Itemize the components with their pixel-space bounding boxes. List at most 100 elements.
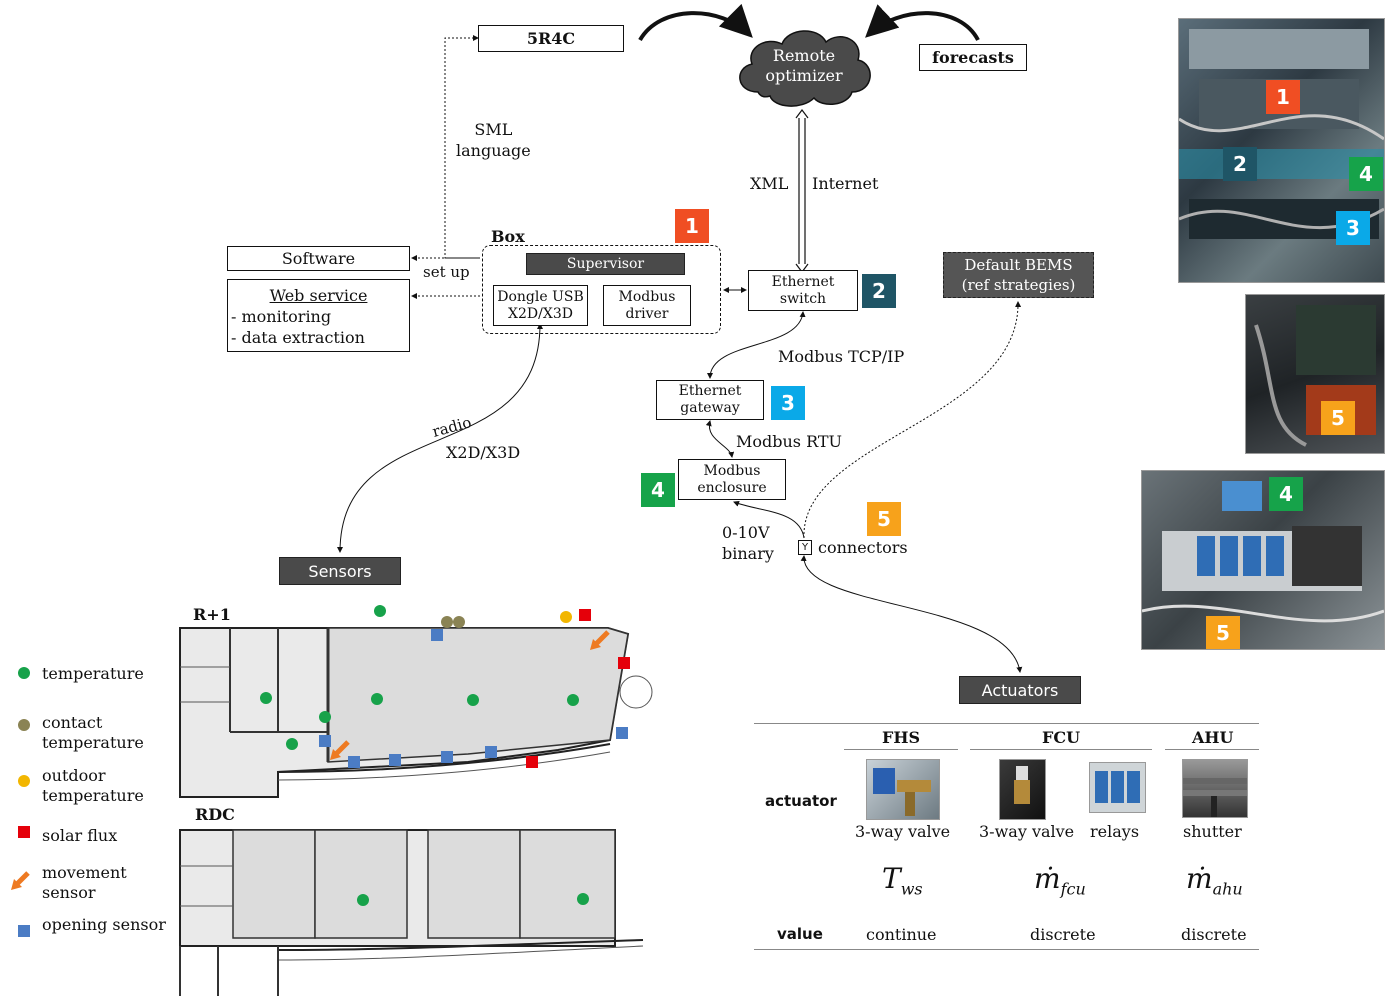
- enclosure-line2: enclosure: [697, 479, 767, 496]
- floor-plan-r1: [178, 622, 653, 802]
- xml-label: XML: [750, 174, 789, 193]
- ahu-shutter-photo: [1182, 759, 1248, 818]
- symbol-m-fcu: ṁfcu: [1034, 862, 1086, 899]
- x2d-label: X2D/X3D: [446, 443, 521, 462]
- cloud-icon: [739, 30, 871, 107]
- legend-temperature-label: temperature: [42, 664, 144, 683]
- device-fhs-valve: 3-way valve: [855, 822, 951, 841]
- sensor-opening: [389, 754, 401, 766]
- modbus-driver-box: Modbus driver: [603, 285, 691, 326]
- sml-line2: language: [456, 141, 531, 160]
- fcu-rule: [970, 749, 1152, 750]
- legend-outdoor-line1: outdoor: [42, 766, 106, 785]
- remote-label-line2: optimizer: [765, 66, 843, 85]
- badge-3: 3: [771, 386, 805, 420]
- symbol-mahu-sub: ahu: [1212, 879, 1243, 899]
- sensor-temperature: [567, 694, 579, 706]
- ethernet-switch-box: Ethernet switch: [748, 270, 858, 311]
- value-fhs: continue: [866, 925, 937, 944]
- voltage-line1: 0-10V: [722, 523, 770, 542]
- cabinet-photo-top: 1 2 4 3: [1178, 18, 1385, 283]
- group-ahu: AHU: [1192, 728, 1234, 747]
- sensor-contact: [441, 616, 453, 628]
- sml-line1: SML: [474, 120, 513, 139]
- sensor-contact: [453, 616, 465, 628]
- badge-5: 5: [867, 502, 901, 536]
- value-fcu: discrete: [1030, 925, 1096, 944]
- voltage-line2: binary: [722, 544, 774, 563]
- modbus-driver-line2: driver: [625, 305, 669, 322]
- symbol-t-sub: ws: [900, 879, 923, 899]
- legend-temperature-icon: [18, 667, 30, 679]
- connectors-label: connectors: [818, 538, 908, 557]
- setup-label: set up: [423, 263, 470, 281]
- gateway-line2: gateway: [680, 400, 740, 416]
- default-bems-box: Default BEMS (ref strategies): [943, 252, 1094, 298]
- modbus-enclosure-box: Modbus enclosure: [678, 459, 786, 500]
- voltage-label: 0-10V binary: [722, 522, 774, 564]
- sensor-temperature: [374, 605, 386, 617]
- modbus-rtu-label: Modbus RTU: [736, 432, 843, 451]
- sensor-opening: [441, 751, 453, 763]
- floor-rdc-label: RDC: [195, 805, 235, 824]
- forecasts-box: forecasts: [919, 44, 1027, 71]
- remote-optimizer-cloud: Remote optimizer: [730, 20, 878, 110]
- legend-outdoor-icon: [18, 775, 30, 787]
- actuators-box: Actuators: [959, 676, 1081, 704]
- monitoring-label: monitoring: [241, 307, 332, 326]
- enclosure-line1: Modbus: [703, 462, 761, 479]
- legend-movement-line2: sensor: [42, 883, 96, 902]
- dash-2: -: [231, 328, 237, 347]
- supervisor-box: Supervisor: [526, 253, 685, 275]
- legend-movement-arrow-icon: [11, 871, 30, 890]
- sensor-opening: [616, 727, 628, 739]
- dongle-usb-box: Dongle USB X2D/X3D: [493, 285, 588, 326]
- sml-label: SML language: [456, 119, 531, 161]
- sensor-temperature: [260, 692, 272, 704]
- legend-contact-icon: [18, 719, 30, 731]
- badge-1: 1: [675, 209, 709, 243]
- web-service-title: Web service: [269, 286, 368, 305]
- modbus-driver-line1: Modbus: [618, 288, 676, 305]
- sensor-outdoor: [560, 611, 572, 623]
- cabinet-photo-middle: 5: [1245, 294, 1385, 454]
- dongle-line1: Dongle USB: [497, 288, 584, 305]
- row-value-label: value: [777, 925, 823, 943]
- photo-badge-1: 1: [1266, 80, 1300, 114]
- symbol-t-ws: Tws: [882, 862, 923, 899]
- sensor-temperature: [286, 738, 298, 750]
- default-bems-line2: (ref strategies): [961, 276, 1076, 294]
- floor-r1-label: R+1: [193, 605, 231, 624]
- gateway-line1: Ethernet: [678, 383, 742, 399]
- legend-contact-line1: contact: [42, 713, 103, 732]
- remote-label-line1: Remote: [772, 46, 836, 65]
- legend-opening-label: opening sensor: [42, 915, 166, 934]
- photo-badge-3: 3: [1336, 211, 1370, 245]
- sensor-opening: [431, 629, 443, 641]
- dongle-line2: X2D/X3D: [508, 305, 573, 322]
- table-top-rule: [754, 723, 1259, 724]
- symbol-t-base: T: [882, 862, 901, 895]
- sensors-box: Sensors: [279, 557, 401, 585]
- symbol-m-ahu: ṁahu: [1186, 862, 1243, 899]
- sensor-temperature: [577, 893, 589, 905]
- table-bottom-rule: [754, 949, 1259, 950]
- row-actuator-label: actuator: [765, 792, 837, 810]
- modbus-tcp-label: Modbus TCP/IP: [778, 347, 905, 366]
- five-r4c-box: 5R4C: [478, 25, 624, 52]
- ethernet-gateway-box: Ethernet gateway: [656, 380, 764, 420]
- sensor-solar: [526, 756, 538, 768]
- badge-2: 2: [862, 274, 896, 308]
- default-bems-line1: Default BEMS: [964, 256, 1073, 274]
- sensor-temperature: [467, 694, 479, 706]
- connector-symbol: Y: [798, 540, 812, 555]
- box-title: Box: [491, 227, 525, 246]
- movement-sensor-arrow-icon: [330, 740, 350, 760]
- switch-line2: switch: [779, 290, 827, 307]
- legend-opening-icon: [18, 925, 30, 937]
- sensor-temperature: [371, 693, 383, 705]
- photo-badge-4: 4: [1349, 157, 1383, 191]
- data-extraction-label: data extraction: [241, 328, 365, 347]
- photo-badge-2: 2: [1223, 147, 1257, 181]
